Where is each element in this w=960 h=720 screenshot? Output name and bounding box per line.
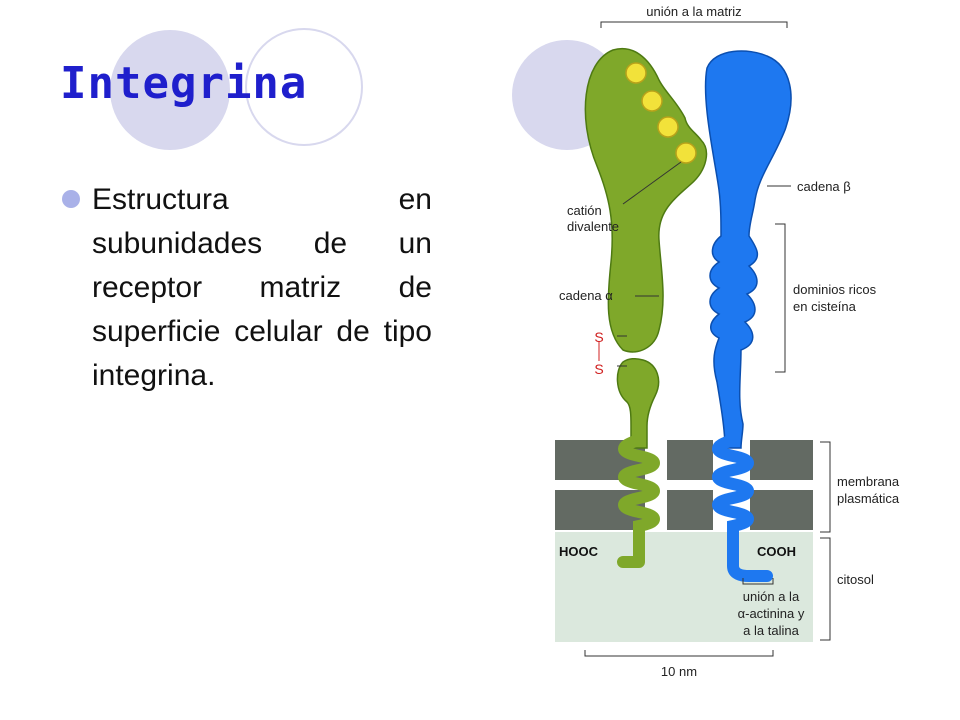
alpha-chain (584, 47, 708, 568)
label-cysteine-line2: en cisteína (793, 299, 857, 314)
beta-chain (704, 50, 792, 582)
decor-circle-filled (110, 30, 230, 150)
label-actinin-line3: a la talina (743, 623, 799, 638)
bullet-dot-icon (62, 190, 80, 208)
label-cytosol: citosol (837, 572, 874, 587)
bullet-text: Estructura en subunidades de un receptor… (92, 183, 432, 392)
plasma-membrane (555, 440, 813, 530)
label-membrane-line2: plasmática (837, 491, 900, 506)
integrin-figure: unión a la matriz cadena β catión divale… (535, 0, 955, 720)
label-cysteine-line1: dominios ricos (793, 282, 877, 297)
label-hooc: HOOC (559, 544, 599, 559)
cytosol-region (555, 532, 813, 642)
label-cation-line2: divalente (567, 219, 619, 234)
label-actinin-line2: α-actinina y (738, 606, 805, 621)
label-beta-chain: cadena β (797, 179, 851, 194)
leader-lines (584, 21, 831, 657)
integrin-diagram: unión a la matriz cadena β catión divale… (555, 4, 900, 679)
label-s-bottom: S (594, 361, 603, 377)
label-membrane-line1: membrana (837, 474, 900, 489)
divalent-cation-icon (625, 62, 697, 164)
label-scale: 10 nm (661, 664, 697, 679)
label-cooh: COOH (757, 544, 796, 559)
label-s-top: S (594, 329, 603, 345)
label-matrix-binding: unión a la matriz (646, 4, 741, 19)
label-actinin-line1: unión a la (743, 589, 800, 604)
decor-circle-outline (245, 28, 363, 146)
label-alpha-chain: cadena α (559, 288, 613, 303)
slide-title: Integrina (60, 58, 308, 109)
label-cation-line1: catión (567, 203, 602, 218)
